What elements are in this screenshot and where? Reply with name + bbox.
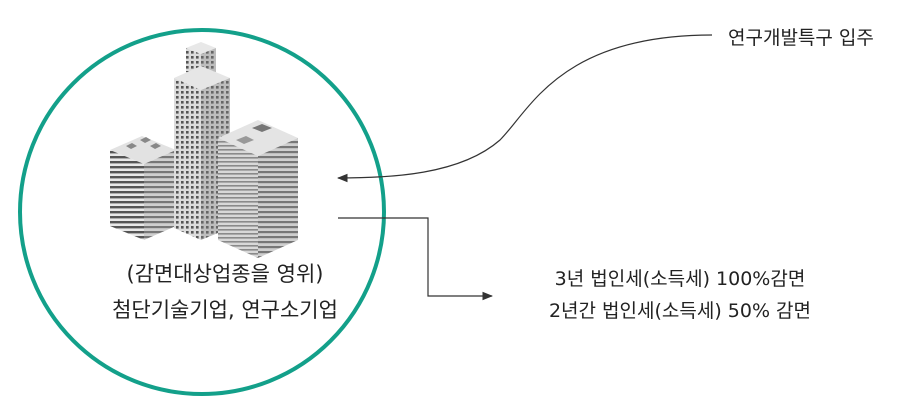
office-buildings-icon: [110, 42, 298, 258]
circle-caption-line2: 첨단기술기업, 연구소기업: [112, 298, 338, 322]
center-tower: [174, 42, 230, 240]
benefit-line2: 2년간 법인세(소득세) 50% 감면: [548, 300, 812, 322]
left-building: [110, 136, 176, 240]
company-circle: [18, 28, 386, 396]
right-building: [218, 120, 298, 258]
benefit-line1: 3년 법인세(소득세) 100%감면: [554, 268, 806, 290]
top-label: 연구개발특구 입주: [728, 27, 874, 49]
benefit-arrow: [338, 217, 494, 301]
entry-arrow: [336, 34, 713, 183]
circle-caption-line1: (감면대상업종을 영위): [126, 262, 324, 286]
